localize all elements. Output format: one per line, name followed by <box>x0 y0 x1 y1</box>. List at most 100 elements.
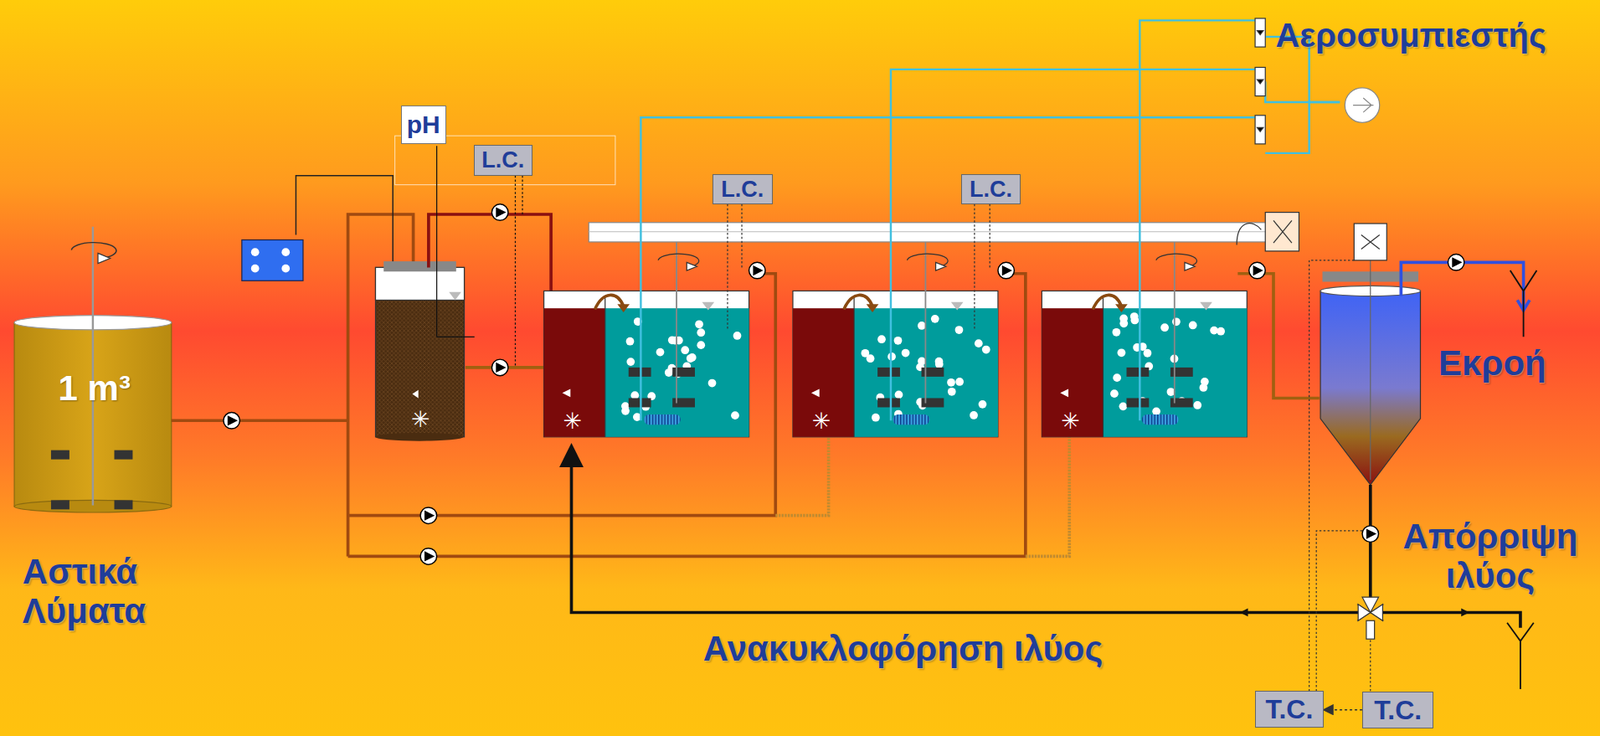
level-mark <box>702 302 716 311</box>
overflow <box>866 303 880 313</box>
plant-drawing <box>1265 212 1299 252</box>
air-bubble <box>935 360 944 369</box>
air-bubble <box>1172 317 1181 326</box>
dosing-tank <box>251 264 260 273</box>
reactor-tank <box>544 290 750 437</box>
plant-drawing <box>491 359 509 376</box>
plant-label: Αεροσυμπιεστής <box>1275 16 1594 55</box>
air-bubble <box>895 390 904 400</box>
mixer-symbol <box>1059 388 1069 397</box>
air-bubble <box>1112 373 1122 382</box>
node-text: L.C. <box>969 176 1013 203</box>
signal-line <box>1323 709 1363 711</box>
node-text: L.C. <box>720 176 764 203</box>
air-bubble <box>946 378 956 387</box>
air-bubble <box>656 348 665 357</box>
label-text: Ανακυκλοφόρηση ιλύος <box>703 628 1103 669</box>
plant-label: Αστικά Λύματα <box>22 551 191 631</box>
plant-drawing <box>223 412 241 430</box>
air-bubble <box>621 406 630 416</box>
rotation-arrow <box>686 262 697 271</box>
feed-pipe <box>171 214 1026 556</box>
plant-drawing <box>998 262 1015 279</box>
air-bubble <box>626 337 635 346</box>
air-bubble <box>733 331 742 340</box>
anoxic-zone <box>544 308 606 438</box>
air-bubble <box>917 321 927 330</box>
mixer-shaft <box>675 226 678 404</box>
label-text: Αστικά Λύματα <box>22 551 146 631</box>
sewage-tank <box>51 499 70 510</box>
node-text: L.C. <box>481 147 525 174</box>
plant-drawing <box>420 548 438 566</box>
air-bubble <box>969 411 978 420</box>
dosing-tank <box>281 247 290 257</box>
paddle <box>1126 397 1150 407</box>
node-text: T.C. <box>1373 694 1422 726</box>
feed-branch <box>775 437 1070 557</box>
sewage-tank <box>114 499 134 510</box>
air-diffuser <box>1142 414 1179 425</box>
air-bubble <box>978 400 988 409</box>
baffle <box>853 296 855 438</box>
sludge-line <box>571 448 1360 613</box>
settler <box>1400 262 1523 306</box>
acid-tank <box>375 432 464 442</box>
plant-drawing <box>1249 262 1266 279</box>
dosing-tank <box>241 239 304 281</box>
level-mark <box>1199 302 1213 311</box>
settler <box>1361 234 1380 249</box>
sludge-line <box>1381 612 1521 628</box>
tank-label: 1 m³ <box>30 357 159 422</box>
air-bubble <box>901 349 911 358</box>
paddle <box>1126 367 1150 377</box>
dosing-tank <box>251 247 260 257</box>
air-bubble <box>1110 389 1119 398</box>
air-bubble <box>955 377 964 386</box>
acid-tank <box>375 267 465 300</box>
air-bubble <box>680 345 690 355</box>
mixer-symbol <box>562 388 572 397</box>
plant-drawing <box>1273 220 1292 243</box>
air-bubble <box>1188 321 1198 330</box>
acid-tank <box>375 267 465 437</box>
flowmeter <box>1255 18 1266 145</box>
anoxic-zone <box>1041 308 1103 438</box>
paddle <box>877 367 901 377</box>
air-bubble <box>871 413 880 422</box>
flowmeter <box>1257 30 1264 133</box>
plant-drawing <box>1237 273 1320 399</box>
dosing-tank <box>281 264 290 273</box>
baffle <box>604 296 606 438</box>
acid-tank: ✳ <box>375 145 552 441</box>
air-bubble <box>694 319 704 329</box>
air-line <box>1265 36 1340 154</box>
three-way-valve <box>1357 596 1384 639</box>
plant-label: Απόρριψη ιλύος <box>1385 516 1595 596</box>
instrument-box: L.C. <box>473 144 534 176</box>
control-wire <box>1309 260 1355 691</box>
plant-drawing <box>1239 608 1470 618</box>
air-bubble <box>947 387 957 397</box>
instrument-box: T.C. <box>1362 691 1434 729</box>
mixer-shaft <box>1173 226 1176 404</box>
three-way-valve <box>1358 596 1383 621</box>
air-diffuser <box>643 414 681 425</box>
air-bubble <box>877 334 886 344</box>
overflow <box>595 294 624 309</box>
air-bubble <box>1209 326 1219 335</box>
baffle <box>1102 296 1104 438</box>
air-line <box>640 20 1340 421</box>
air-bubble <box>664 368 674 377</box>
settler <box>1510 270 1538 337</box>
dosing-tank <box>295 175 393 268</box>
air-bubble <box>1130 312 1139 321</box>
instrument-box: L.C. <box>712 174 773 204</box>
air-bubble <box>1117 348 1127 357</box>
sludge-line <box>1368 484 1373 602</box>
air-diffuser <box>892 414 930 425</box>
sewage-tank <box>92 226 94 506</box>
settler <box>1353 223 1387 261</box>
